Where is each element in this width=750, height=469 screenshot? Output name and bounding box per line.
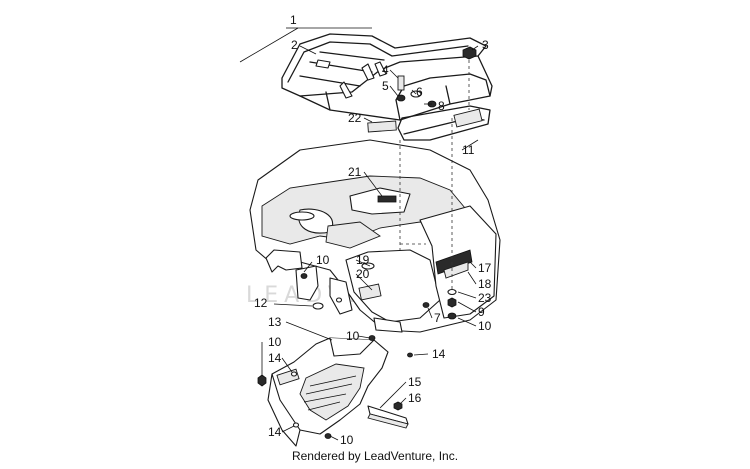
callout-3: 3: [482, 38, 489, 52]
footwell[interactable]: [267, 335, 389, 447]
decal-22[interactable]: [367, 120, 397, 133]
callout-8: 8: [438, 99, 445, 113]
rear-fender-body[interactable]: [249, 139, 501, 333]
callout-23: 23: [478, 291, 492, 305]
callout-20: 20: [356, 267, 370, 281]
callout-9: 9: [478, 305, 485, 319]
screw-14-right[interactable]: [407, 352, 413, 358]
callout-15: 15: [408, 375, 422, 389]
callout-11: 11: [462, 143, 475, 157]
fastener-7[interactable]: [422, 302, 430, 308]
rack-bolt-3[interactable]: [462, 46, 477, 110]
callout-17: 17: [478, 261, 492, 275]
callout-labels: 1 2 3 4 5 6 8 22 11 21 10 19 20 17 18 23…: [254, 13, 492, 447]
callout-6: 6: [416, 85, 423, 99]
callout-19: 19: [356, 253, 370, 267]
callout-22: 22: [348, 111, 362, 125]
grommet-12[interactable]: [312, 302, 324, 310]
screw-14-footwell[interactable]: [292, 422, 300, 428]
heel-guard[interactable]: [367, 401, 409, 429]
callout-10-fender: 10: [316, 253, 330, 267]
callout-5: 5: [382, 79, 389, 93]
cargo-rack[interactable]: [281, 33, 493, 141]
callout-14-bottom: 14: [268, 425, 282, 439]
callout-14-left: 14: [268, 351, 282, 365]
screw-10-footwell[interactable]: [257, 374, 267, 387]
callout-16: 16: [408, 391, 422, 405]
callout-14-right: 14: [432, 347, 446, 361]
leader-lines: [239, 27, 479, 441]
callout-13: 13: [268, 315, 282, 329]
callout-10-left: 10: [268, 335, 282, 349]
callout-7: 7: [434, 311, 441, 325]
callout-10-right: 10: [478, 319, 492, 333]
callout-21: 21: [348, 165, 362, 179]
fastener-stack-9-10-23[interactable]: [447, 288, 457, 320]
callout-10-bottom: 10: [340, 433, 354, 447]
callout-2: 2: [291, 38, 298, 52]
nut-10-left[interactable]: [300, 273, 308, 279]
callout-18: 18: [478, 277, 492, 291]
footer-credit: Rendered by LeadVenture, Inc.: [291, 449, 459, 463]
callout-12: 12: [254, 296, 268, 310]
callout-1: 1: [290, 13, 297, 27]
callout-10-footwell-top: 10: [346, 329, 360, 343]
callout-4: 4: [382, 63, 389, 77]
